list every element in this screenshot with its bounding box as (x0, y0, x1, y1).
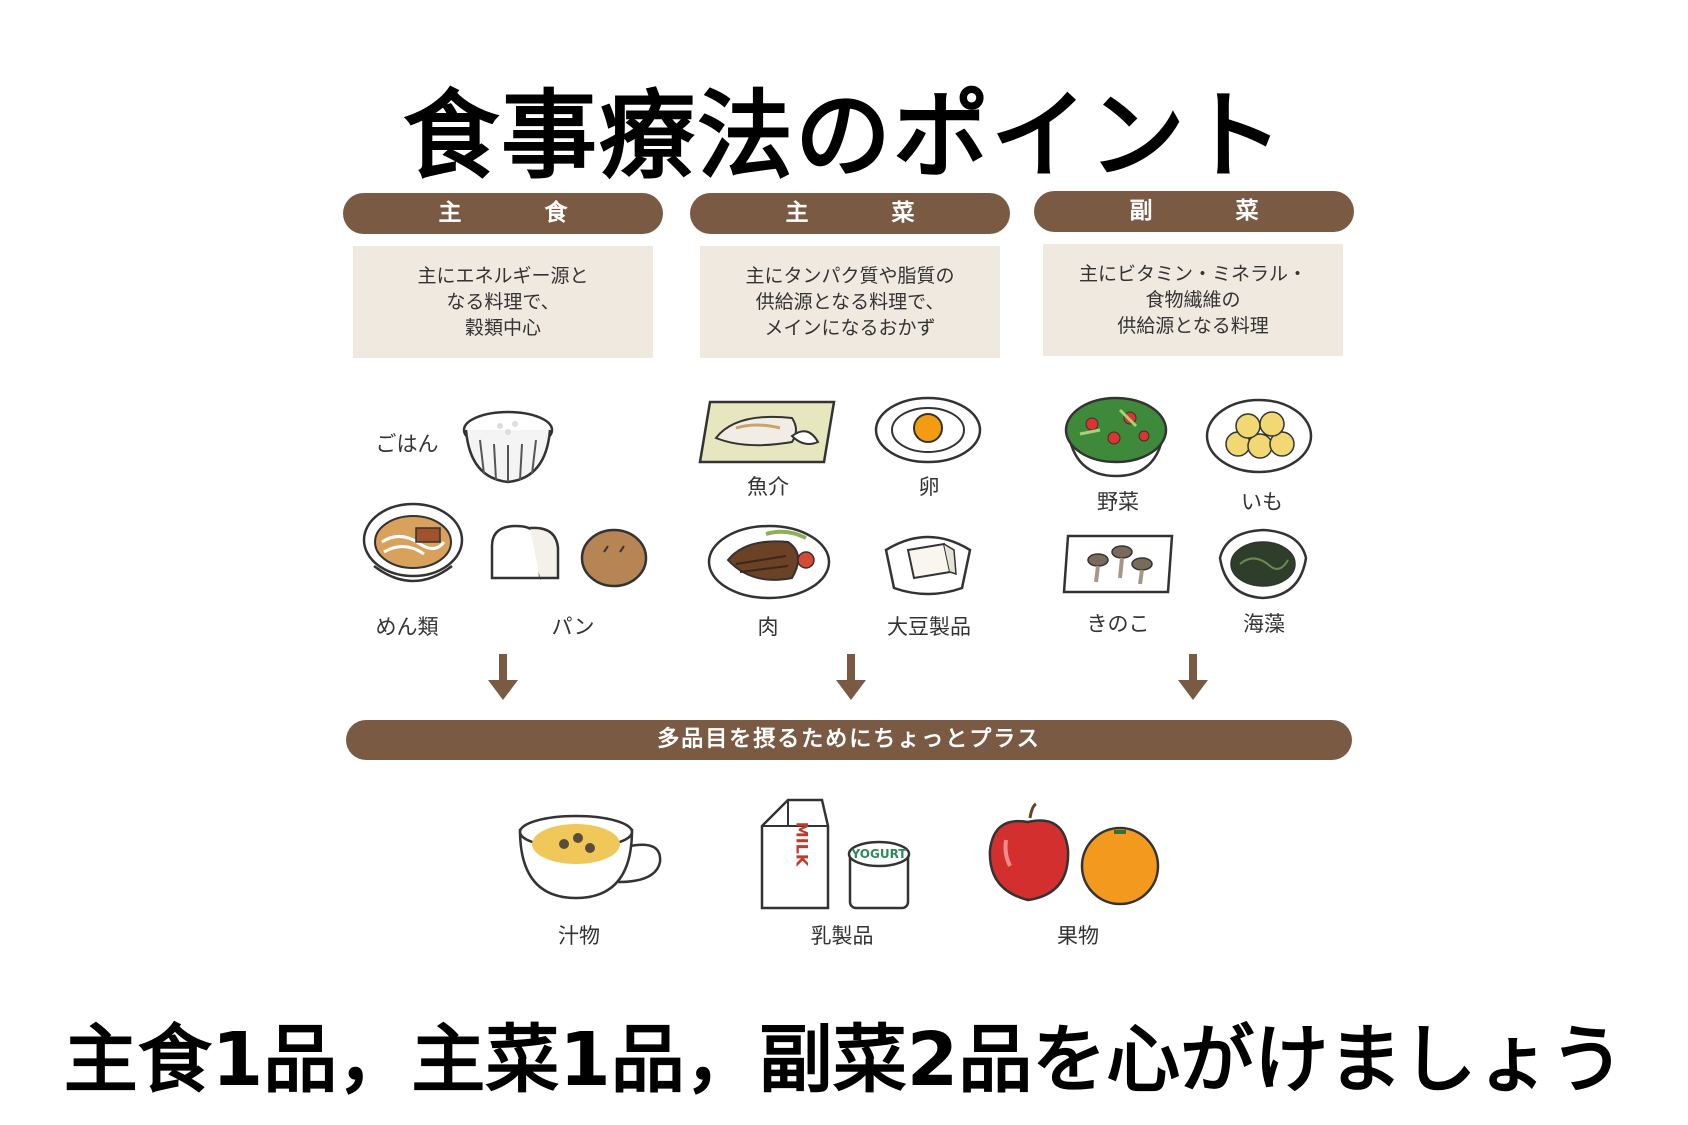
footer-tagline: 主食1品，主菜1品，副菜2品を心がけましょう (63, 1017, 1625, 1103)
svg-text:YOGURT: YOGURT (851, 847, 908, 861)
item-label-mushroom: きのこ (1086, 612, 1150, 636)
potato-dish-icon (1205, 398, 1313, 474)
page-title: 食事療法のポイント (403, 80, 1285, 192)
noodle-bowl-icon (362, 502, 464, 583)
item-label-egg: 卵 (918, 475, 940, 499)
fish-plate-icon (698, 400, 836, 464)
soup-cup-icon (518, 814, 662, 900)
svg-text:MILK: MILK (793, 822, 812, 867)
category-description-shushoku: 主にエネルギー源となる料理で、穀類中心 (353, 246, 653, 358)
category-description-fukusai: 主にビタミン・ミネラル・食物繊維の供給源となる料理 (1043, 244, 1343, 356)
category-header-shushoku: 主 食 (343, 193, 663, 234)
item-label-noodles: めん類 (375, 615, 439, 639)
item-label-soup: 汁物 (558, 924, 600, 948)
item-label-bread: パン (551, 615, 595, 639)
item-label-gohan: ごはん (375, 432, 439, 456)
item-label-potato: いも (1241, 490, 1283, 514)
meat-plate-icon (707, 524, 831, 600)
rice-bowl-icon (462, 410, 554, 484)
item-label-dairy: 乳製品 (810, 924, 874, 948)
item-label-fruit: 果物 (1057, 924, 1099, 948)
item-label-soy-products: 大豆製品 (887, 615, 971, 639)
mushroom-plate-icon (1062, 534, 1174, 594)
egg-plate-icon (874, 396, 982, 464)
down-arrow-icon (488, 654, 518, 700)
tofu-dish-icon (884, 535, 972, 596)
item-label-meat: 肉 (757, 615, 779, 639)
down-arrow-icon (1178, 654, 1208, 700)
category-description-shusai: 主にタンパク質や脂質の供給源となる料理で、メインになるおかず (700, 246, 1000, 358)
down-arrow-icon (836, 654, 866, 700)
item-label-seaweed: 海藻 (1243, 612, 1285, 636)
fruit-icon (988, 802, 1160, 906)
milk-carton-icon: MILK YOGURT (760, 798, 911, 910)
category-header-shusai: 主 菜 (690, 193, 1010, 234)
category-header-fukusai: 副 菜 (1034, 191, 1354, 232)
salad-bowl-icon (1064, 396, 1168, 478)
item-label-vegetables: 野菜 (1097, 490, 1139, 514)
item-label-seafood: 魚介 (747, 475, 789, 499)
seaweed-dish-icon (1218, 528, 1308, 600)
plus-bar: 多品目を摂るためにちょっとプラス (346, 720, 1352, 760)
bread-icon (490, 524, 648, 588)
